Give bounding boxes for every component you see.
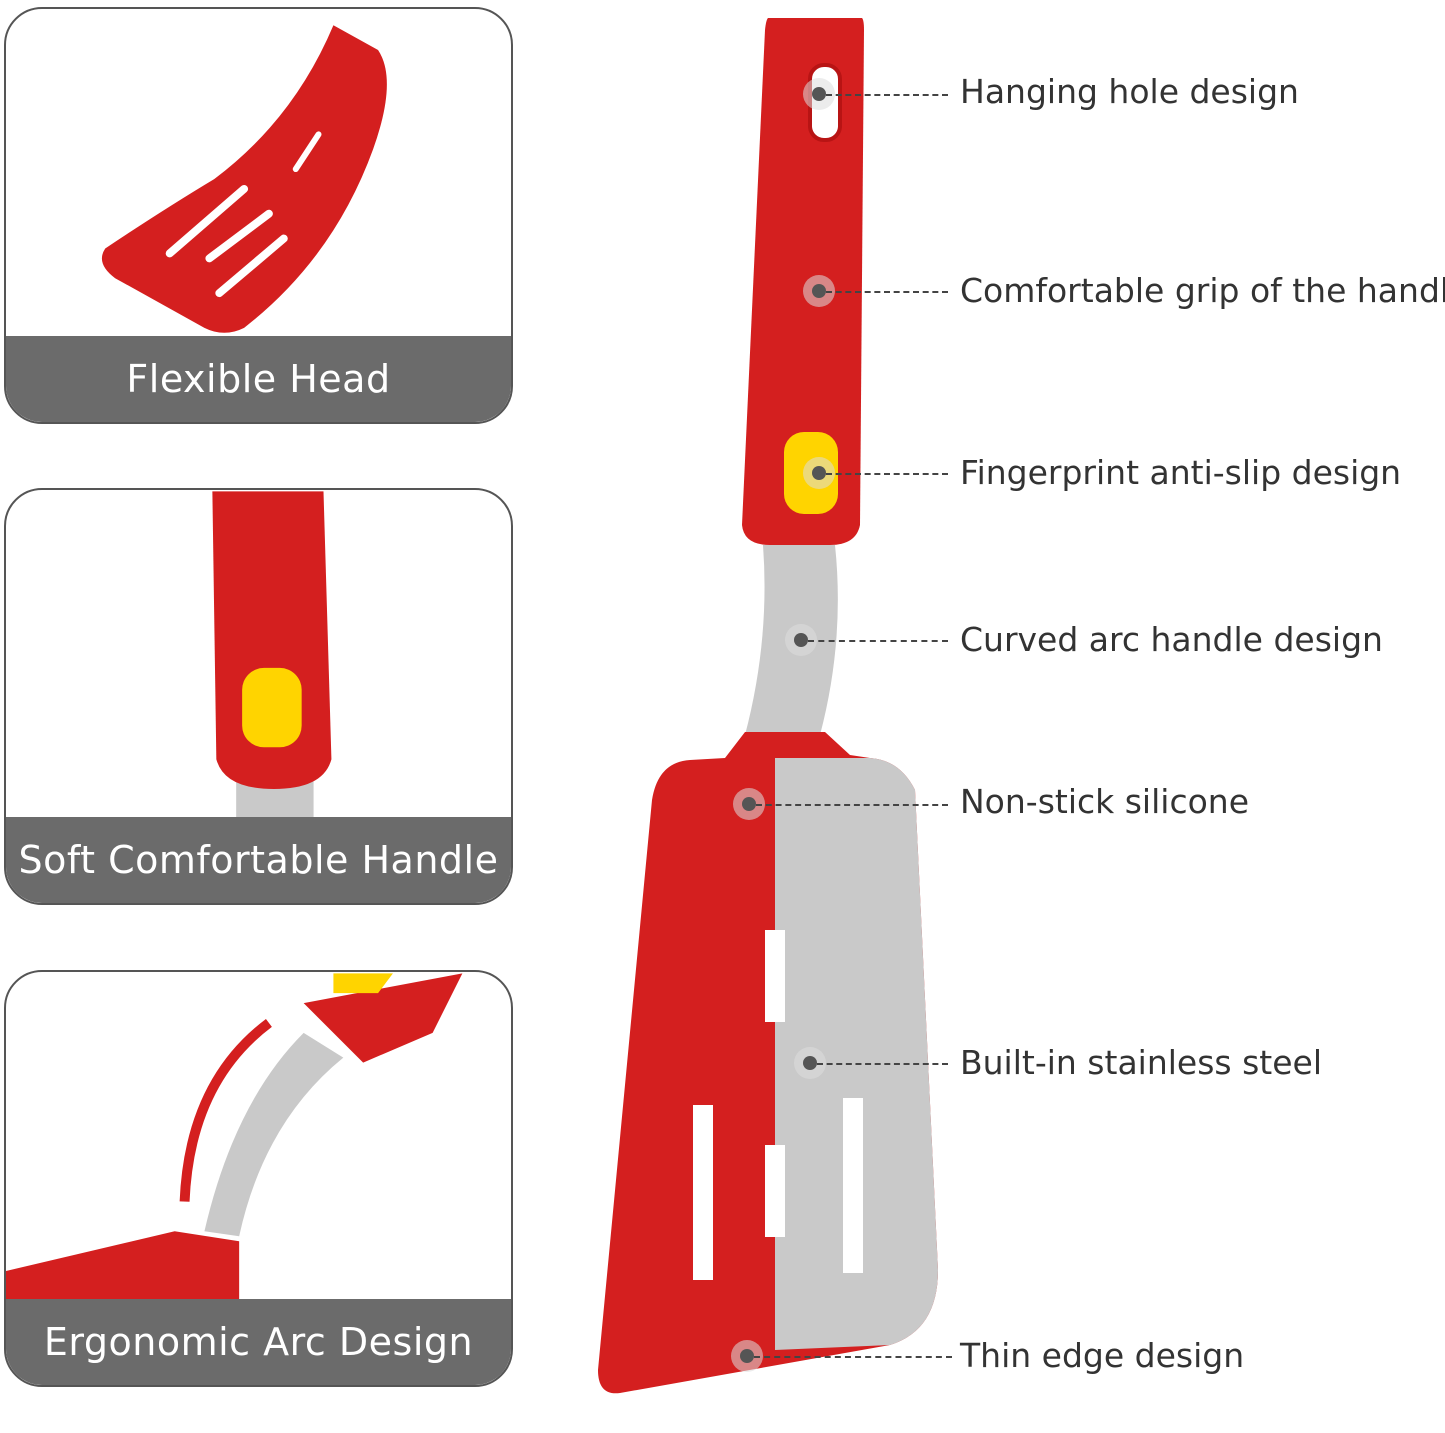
callout-dot [812,466,826,480]
flexible-head-image [101,25,387,333]
ergonomic-arc-card: Ergonomic Arc Design [4,970,513,1387]
callout-curved-arc: Curved arc handle design [960,620,1383,659]
callout-stainless-steel: Built-in stainless steel [960,1043,1323,1082]
callout-line [808,640,948,642]
spatula-illustration [598,18,938,1394]
callout-non-stick: Non-stick silicone [960,782,1249,821]
callout-hanging-hole: Hanging hole design [960,72,1299,111]
flexible-head-card: Flexible Head [4,7,513,424]
callout-comfortable-grip: Comfortable grip of the handle [960,271,1445,310]
soft-handle-label: Soft Comfortable Handle [6,817,511,903]
callout-dot [812,284,826,298]
ergonomic-arc-label: Ergonomic Arc Design [6,1299,511,1385]
flexible-head-label: Flexible Head [6,336,511,422]
soft-handle-card: Soft Comfortable Handle [4,488,513,905]
callout-fingerprint: Fingerprint anti-slip design [960,453,1402,492]
callout-dot [740,1349,754,1363]
callout-line [756,804,948,806]
callout-line [826,291,948,293]
callout-line [754,1356,952,1358]
callout-line [826,473,948,475]
callout-thin-edge: Thin edge design [960,1336,1245,1375]
callout-line [817,1063,948,1065]
callout-line [826,94,948,96]
callout-dot [794,633,808,647]
ergonomic-arc-image [6,973,463,1311]
callout-dot [742,797,756,811]
callout-dot [812,87,826,101]
callout-dot [803,1056,817,1070]
soft-handle-image [212,491,332,829]
